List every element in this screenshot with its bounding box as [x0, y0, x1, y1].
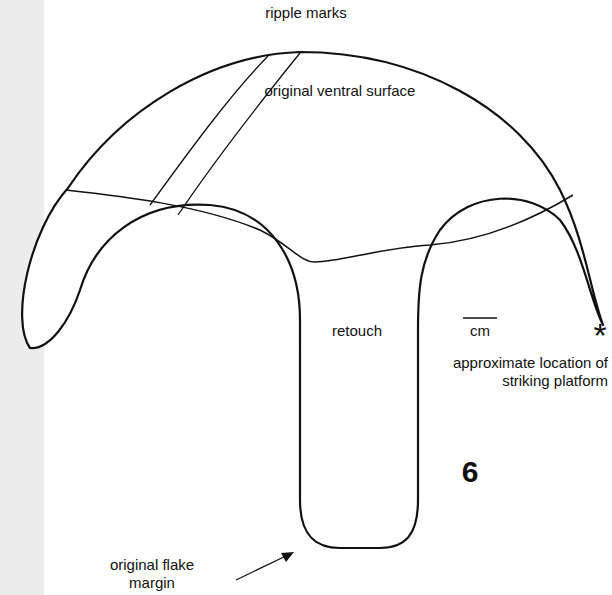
flake-outline: [22, 52, 603, 548]
part-label: ripple marks: [265, 4, 347, 22]
leader-arrowhead: [281, 552, 294, 562]
ripple-mark: [150, 56, 268, 205]
leader-line: [236, 555, 288, 580]
figure-number: 6: [462, 455, 479, 489]
scale-bar: [463, 317, 497, 319]
platform-marker: *: [593, 318, 606, 352]
part-label: original ventral surface: [265, 82, 416, 100]
callout-note: approximate location of striking platfor…: [443, 354, 608, 390]
scale-label: cm: [470, 322, 490, 340]
part-label: retouch: [332, 322, 382, 340]
callout-note: original flake margin: [92, 556, 212, 592]
ripple-mark: [178, 53, 300, 215]
retouch-boundary: [66, 190, 573, 262]
